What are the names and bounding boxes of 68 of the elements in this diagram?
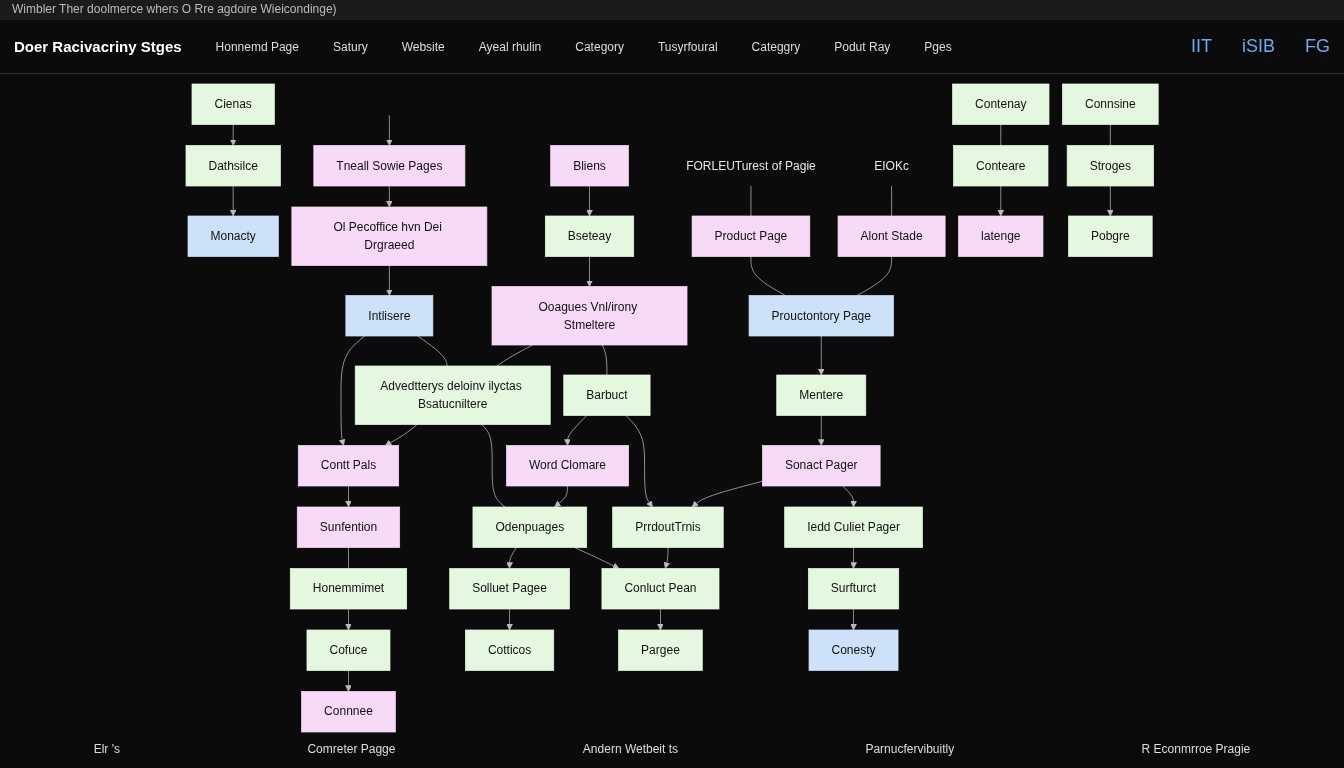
node-box: Bliens	[550, 145, 629, 187]
connector	[481, 424, 506, 508]
toolbar-label: IIT	[1191, 36, 1212, 57]
node-box: latenge	[958, 215, 1044, 257]
node-box: Connsine	[1062, 83, 1159, 125]
header-label: Category	[575, 39, 624, 54]
toolbar-label: FG	[1305, 36, 1330, 57]
node-box: Conluct Pean	[601, 568, 720, 610]
node-box: Conesty	[808, 629, 899, 671]
node-box: Bseteay	[544, 215, 634, 257]
header-label: Website	[401, 39, 445, 54]
connector	[348, 547, 349, 569]
connector	[1109, 124, 1111, 146]
node-box: Mentere	[776, 374, 867, 416]
connector	[891, 185, 892, 217]
node-text: EIOKc	[874, 159, 909, 172]
node-box: Barbuct	[563, 374, 651, 416]
connector	[1000, 124, 1002, 146]
node-box: Connnee	[301, 691, 396, 733]
window-title: Wimbler Ther doolmerce whers O Rre agdoire Wieicondinge)	[12, 2, 337, 16]
header-label: Categgry	[751, 39, 801, 54]
node-box: Monacty	[187, 215, 279, 257]
caption-text: Parnucfervibuitly	[865, 742, 955, 756]
node-box: Ooagues Vnl/irony Stmeltere	[491, 286, 688, 346]
node-box: Prouctontory Page	[748, 295, 894, 337]
connector	[750, 185, 752, 217]
header-label: Satury	[332, 39, 368, 54]
node-box: Intlisere	[345, 295, 434, 337]
node-box: Contenay	[952, 83, 1050, 125]
node-box: Sunfention	[296, 506, 400, 548]
node-box: Cienas	[191, 83, 275, 125]
connector	[750, 256, 786, 296]
connector	[417, 335, 448, 367]
node-box: Ol Pecoffice hvn Dei Drgraeed	[291, 206, 488, 266]
node-box: Product Page	[691, 215, 811, 257]
caption-text: R Econmrroe Pragie	[1141, 742, 1251, 756]
header-label: Honnemd Page	[215, 39, 299, 54]
header-label: Pges	[924, 39, 952, 54]
node-box: Surfturct	[807, 568, 899, 610]
node-box: Solluet Pagee	[449, 568, 570, 610]
caption-text: Elr 's	[93, 742, 120, 756]
caption-text: Comreter Pagge	[307, 742, 396, 756]
toolbar-label: iSIB	[1242, 36, 1275, 57]
node-box: Pobgre	[1068, 215, 1153, 257]
connector	[856, 256, 892, 296]
node-box: Conteare	[953, 145, 1049, 187]
node-box: Tneall Sowie Pages	[313, 145, 466, 187]
node-text: FORLEUTurest of Pagie	[686, 159, 816, 172]
node-box: Advedtterys deloinv ilyctas Bsatucniltere	[354, 365, 551, 425]
node-box: Cotticos	[464, 629, 554, 671]
node-box: Honemmimet	[289, 568, 407, 610]
node-box: PrrdoutTrnis	[612, 506, 724, 548]
header-label: Ayeal rhulin	[478, 39, 542, 54]
node-box: Sonact Pager	[761, 445, 881, 487]
node-box: Odenpuages	[472, 506, 587, 548]
node-box: Stroges	[1066, 145, 1154, 187]
node-box: Contt Pals	[297, 445, 399, 487]
node-box: Word Clomare	[505, 445, 629, 487]
header-label: Tusyrfoural	[658, 39, 718, 54]
node-box: Pargee	[618, 629, 703, 671]
connector	[601, 344, 608, 376]
caption-text: Andern Wetbeit ts	[582, 742, 679, 756]
node-box: Alont Stade	[837, 215, 946, 257]
node-box: Iedd Culiet Pager	[784, 506, 923, 548]
diagram-title: Doer Racivacriny Stges	[14, 38, 182, 55]
node-box: Cofuce	[306, 629, 391, 671]
node-box: Dathsilce	[185, 145, 281, 187]
header-label: Podut Ray	[834, 39, 891, 54]
